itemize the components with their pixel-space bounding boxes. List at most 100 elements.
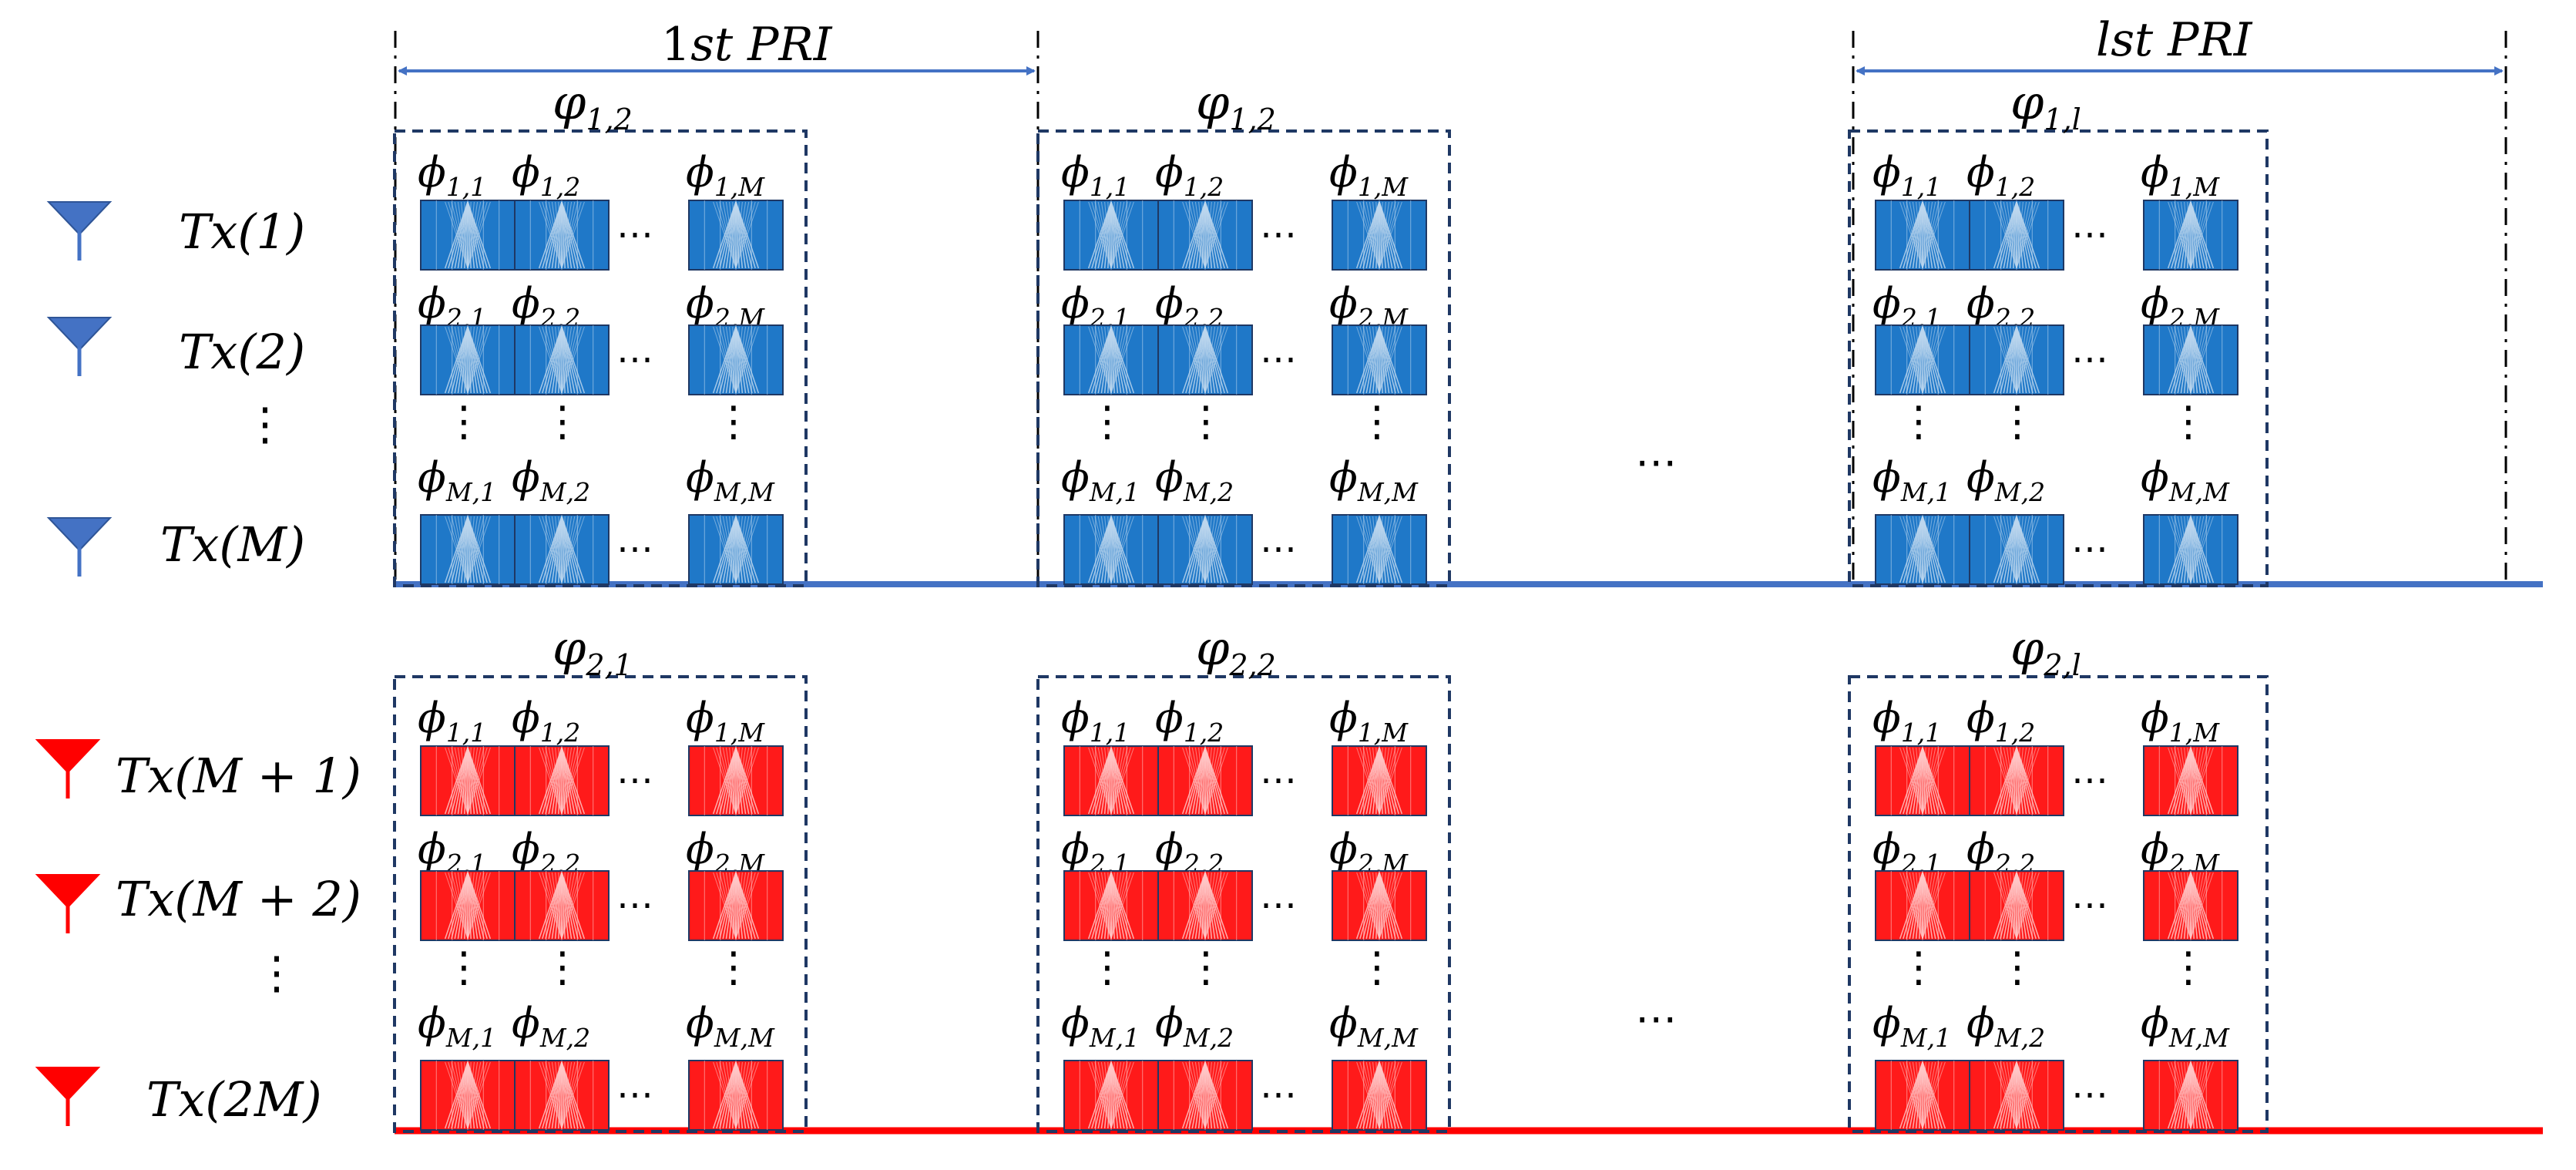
row-hdots: ⋯: [1260, 527, 1297, 570]
pulse-phi-label: ϕ1,1: [418, 694, 486, 748]
col-vdots: ⋮: [1997, 943, 2038, 991]
code-pulse: [420, 1060, 516, 1131]
col-vdots: ⋮: [2168, 943, 2209, 991]
code-pulse: [1875, 200, 1970, 271]
code-pulse: [688, 324, 784, 395]
code-pulse: [1157, 1060, 1253, 1131]
tx-label: Tx(2): [179, 324, 305, 380]
pulse-phi-label: ϕ1,M: [2141, 148, 2220, 202]
pulse-phi-label: ϕ2,2: [1966, 279, 2035, 333]
pulse-phi-label: ϕ1,2: [512, 148, 580, 202]
pulse-phi-label: ϕM,M: [686, 453, 775, 507]
block-varphi-label: φ1,2: [552, 74, 633, 136]
row-hdots: ⋯: [1260, 1073, 1297, 1116]
code-pulse: [1875, 745, 1970, 816]
pulse-phi-label: ϕM,M: [2141, 999, 2230, 1053]
code-pulse: [1157, 200, 1253, 271]
row-hdots: ⋯: [2071, 338, 2108, 381]
pulse-phi-label: ϕ1,M: [1329, 694, 1409, 748]
code-pulse: [514, 1060, 610, 1131]
code-pulse: [1969, 200, 2064, 271]
code-pulse: [420, 745, 516, 816]
block-varphi-label: φ1,2: [1196, 74, 1276, 136]
row-hdots: ⋯: [2071, 213, 2108, 256]
block-varphi-label: φ2,l: [2010, 620, 2081, 682]
pulse-phi-label: ϕM,M: [1329, 453, 1419, 507]
pulse-phi-label: ϕM,2: [1155, 999, 1234, 1053]
block-frame: [1848, 129, 2269, 587]
row-hdots: ⋯: [2071, 1073, 2108, 1116]
code-pulse: [2143, 324, 2238, 395]
code-pulse: [1332, 324, 1427, 395]
pulse-phi-label: ϕ2,2: [512, 279, 580, 333]
code-pulse: [1969, 324, 2064, 395]
code-pulse: [1875, 1060, 1970, 1131]
pulse-phi-label: ϕ1,1: [1061, 148, 1130, 202]
col-vdots: ⋮: [1086, 397, 1128, 445]
row-hdots: ⋯: [616, 883, 653, 926]
code-pulse: [2143, 514, 2238, 585]
code-pulse: [2143, 745, 2238, 816]
code-pulse: [1969, 745, 2064, 816]
pulse-phi-label: ϕ1,2: [512, 694, 580, 748]
code-pulse: [1875, 870, 1970, 941]
col-vdots: ⋮: [1086, 943, 1128, 991]
code-pulse: [688, 1060, 784, 1131]
row-hdots: ⋯: [616, 338, 653, 381]
code-pulse: [1332, 200, 1427, 271]
pri-ellipsis: ⋯: [1635, 994, 1677, 1043]
pulse-phi-label: ϕ1,2: [1155, 694, 1224, 748]
tx-label: Tx(1): [179, 203, 305, 260]
col-vdots: ⋮: [443, 943, 485, 991]
last-pri-label: lst PRI: [2096, 13, 2253, 67]
col-vdots: ⋮: [713, 397, 754, 445]
code-pulse: [1332, 1060, 1427, 1131]
code-pulse: [688, 514, 784, 585]
col-vdots: ⋮: [1185, 943, 1227, 991]
pulse-phi-label: ϕ1,M: [1329, 148, 1409, 202]
code-pulse: [2143, 200, 2238, 271]
code-pulse: [1157, 514, 1253, 585]
col-vdots: ⋮: [2168, 397, 2209, 445]
block-frame: [1036, 129, 1451, 587]
pulse-phi-label: ϕ1,2: [1155, 148, 1224, 202]
code-pulse: [514, 514, 610, 585]
col-vdots: ⋮: [1356, 943, 1398, 991]
pulse-phi-label: ϕ1,M: [2141, 694, 2220, 748]
pulse-phi-label: ϕ1,2: [1966, 148, 2035, 202]
pulse-phi-label: ϕM,2: [512, 999, 590, 1053]
code-pulse: [688, 745, 784, 816]
col-vdots: ⋮: [1898, 943, 1940, 991]
row-hdots: ⋯: [2071, 527, 2108, 570]
tx-vdots: ⋮: [243, 398, 287, 450]
code-pulse: [514, 745, 610, 816]
block-frame: [1036, 675, 1451, 1133]
pulse-phi-label: ϕ1,1: [1872, 694, 1941, 748]
pulse-phi-label: ϕ1,1: [1872, 148, 1941, 202]
pulse-phi-label: ϕM,1: [1872, 999, 1951, 1053]
code-pulse: [1157, 324, 1253, 395]
code-pulse: [1969, 870, 2064, 941]
antenna-icon: [35, 1067, 101, 1126]
pulse-phi-label: ϕM,2: [1966, 999, 2045, 1053]
code-pulse: [2143, 1060, 2238, 1131]
antenna-icon: [46, 317, 113, 376]
code-pulse: [420, 324, 516, 395]
tx-vdots: ⋮: [254, 946, 299, 999]
row-hdots: ⋯: [1260, 758, 1297, 802]
tx-label: Tx(M + 1): [116, 748, 361, 804]
code-pulse: [1063, 1060, 1159, 1131]
code-pulse: [1875, 514, 1970, 585]
code-pulse: [1063, 745, 1159, 816]
row-hdots: ⋯: [1260, 338, 1297, 381]
antenna-icon: [46, 517, 113, 577]
row-hdots: ⋯: [616, 213, 653, 256]
block-frame: [393, 675, 808, 1133]
pulse-phi-label: ϕ1,1: [1061, 694, 1130, 748]
code-pulse: [1063, 200, 1159, 271]
col-vdots: ⋮: [1997, 397, 2038, 445]
pulse-phi-label: ϕM,M: [1329, 999, 1419, 1053]
